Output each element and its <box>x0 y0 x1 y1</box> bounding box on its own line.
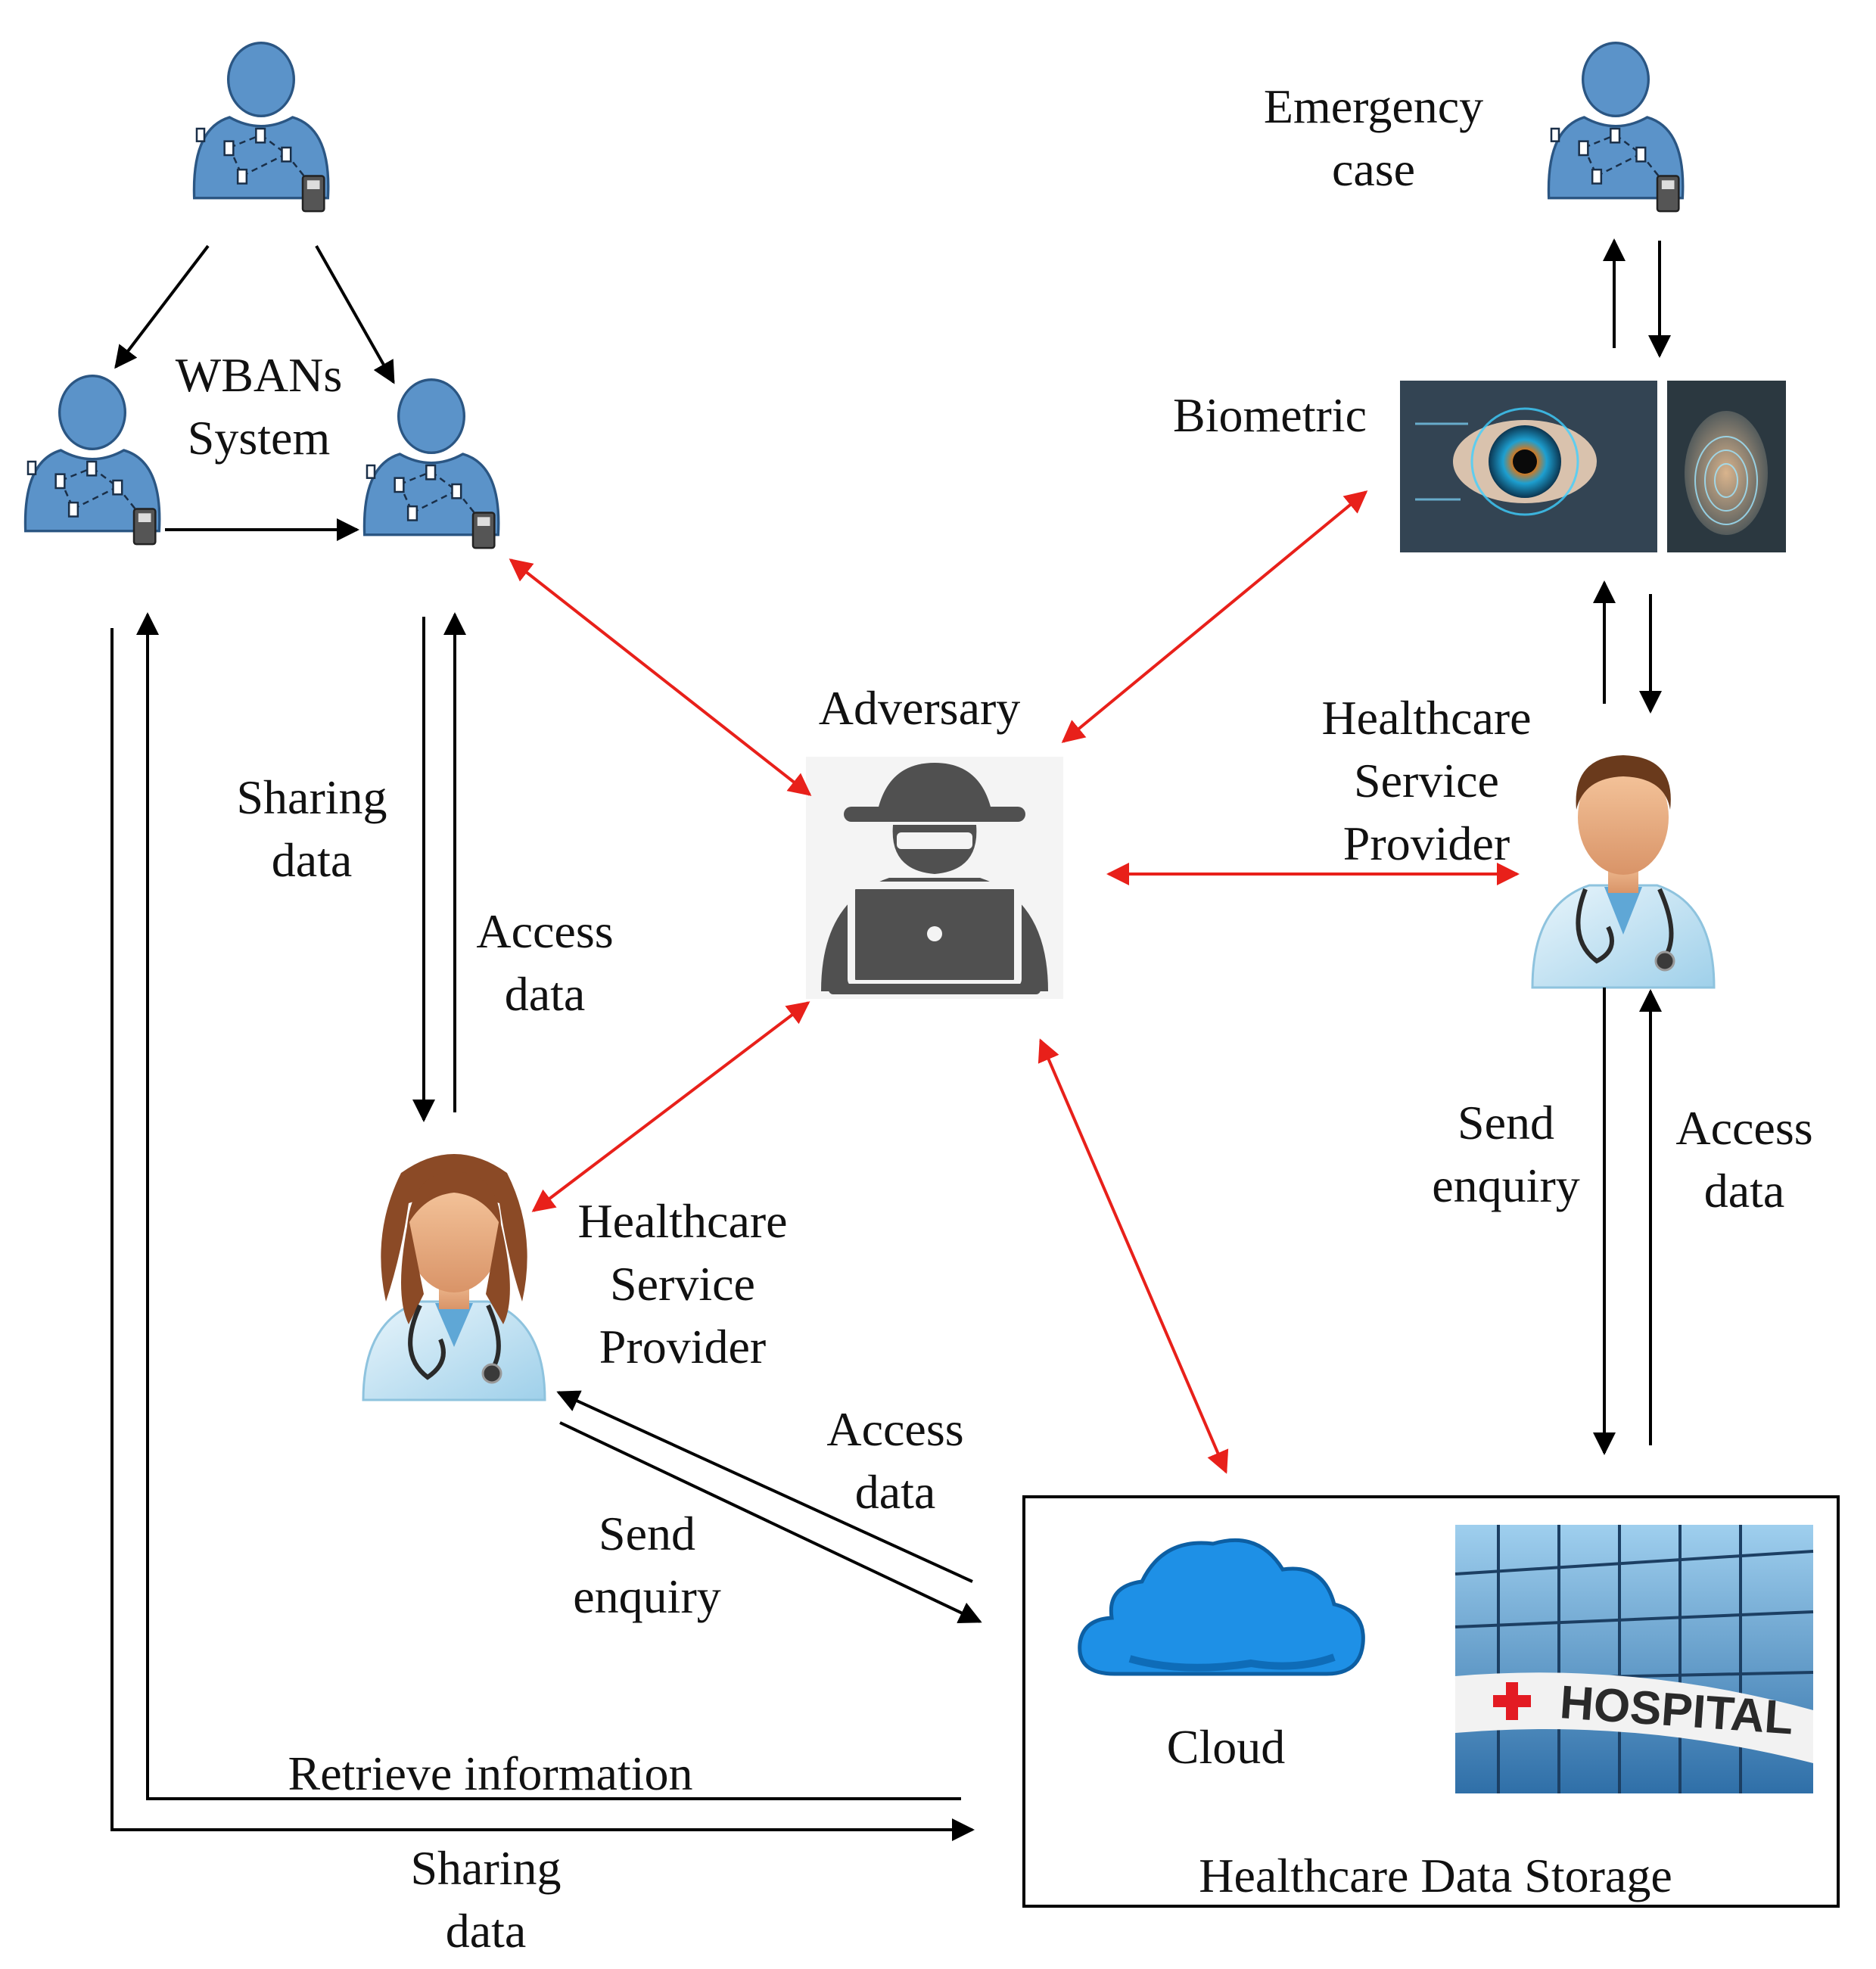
emergency-label-line1: Emergency <box>1264 79 1483 133</box>
sharing-data-bottom-line2: data <box>446 1904 527 1958</box>
hacker-icon <box>806 757 1063 999</box>
attack-arrows <box>509 490 1520 1474</box>
send-enquiry-right-line1: Send <box>1458 1096 1554 1149</box>
access-data-mid-line2: data <box>855 1465 936 1519</box>
arrow-access-data-mid <box>556 1390 973 1583</box>
patient-wban-icon <box>23 374 161 546</box>
send-enquiry-mid-line2: enquiry <box>573 1569 721 1623</box>
retrieve-information-label: Retrieve information <box>288 1747 693 1800</box>
hospital-building-icon <box>1454 1525 1814 1793</box>
send-enquiry-mid-line1: Send <box>599 1507 695 1560</box>
hsp-left-label-line2: Service <box>610 1257 755 1311</box>
emergency-label-line2: case <box>1332 142 1415 196</box>
arrow-send-enquiry-mid <box>559 1421 982 1623</box>
hsp-right-label-line2: Service <box>1354 754 1499 807</box>
sharing-data-left-line2: data <box>272 833 353 887</box>
sharing-data-bottom-line1: Sharing <box>410 1841 561 1895</box>
healthcare-data-storage-box <box>1022 1495 1840 1908</box>
access-data-left-line2: data <box>505 967 586 1021</box>
attack-arrow-biometric <box>1061 490 1368 743</box>
arrow-patient-to-right <box>315 245 395 384</box>
patient-wban-icon <box>192 41 330 213</box>
hsp-right-label-line1: Healthcare <box>1321 691 1531 745</box>
adversary-label: Adversary <box>819 681 1021 735</box>
access-data-right-line2: data <box>1704 1164 1785 1218</box>
fingerprint-icon <box>1667 381 1786 552</box>
data-flow-arrows <box>110 238 1671 1841</box>
arrow-sharing-data-bottom <box>110 628 975 1841</box>
arrow-retrieve-information <box>136 612 961 1800</box>
attack-arrow-storage <box>1038 1038 1229 1474</box>
cloud-icon <box>1080 1540 1364 1674</box>
attack-arrow-wbans <box>509 558 812 796</box>
hsp-right-label-line3: Provider <box>1343 817 1510 870</box>
attack-arrow-hsp-left <box>531 1001 810 1212</box>
biometric-label: Biometric <box>1173 388 1367 442</box>
patient-wban-icon <box>1547 41 1685 213</box>
female-doctor-icon <box>363 1154 545 1400</box>
sharing-data-left-line1: Sharing <box>236 770 387 824</box>
patient-wban-icon <box>362 378 500 549</box>
cloud-label: Cloud <box>1167 1720 1285 1774</box>
access-data-right-line1: Access <box>1675 1101 1812 1155</box>
wbans-label-line1: WBANs <box>176 348 342 402</box>
male-doctor-icon <box>1532 755 1714 988</box>
arrow-patient-to-left <box>114 244 210 369</box>
eye-scan-icon <box>1400 381 1657 552</box>
access-data-left-line1: Access <box>476 904 613 958</box>
send-enquiry-right-line2: enquiry <box>1432 1159 1580 1212</box>
access-data-mid-line1: Access <box>826 1402 963 1456</box>
hsp-left-label-line3: Provider <box>599 1320 766 1373</box>
hsp-left-label-line1: Healthcare <box>577 1194 787 1248</box>
healthcare-data-storage-label: Healthcare Data Storage <box>1199 1849 1672 1902</box>
wbans-label-line2: System <box>188 411 330 465</box>
